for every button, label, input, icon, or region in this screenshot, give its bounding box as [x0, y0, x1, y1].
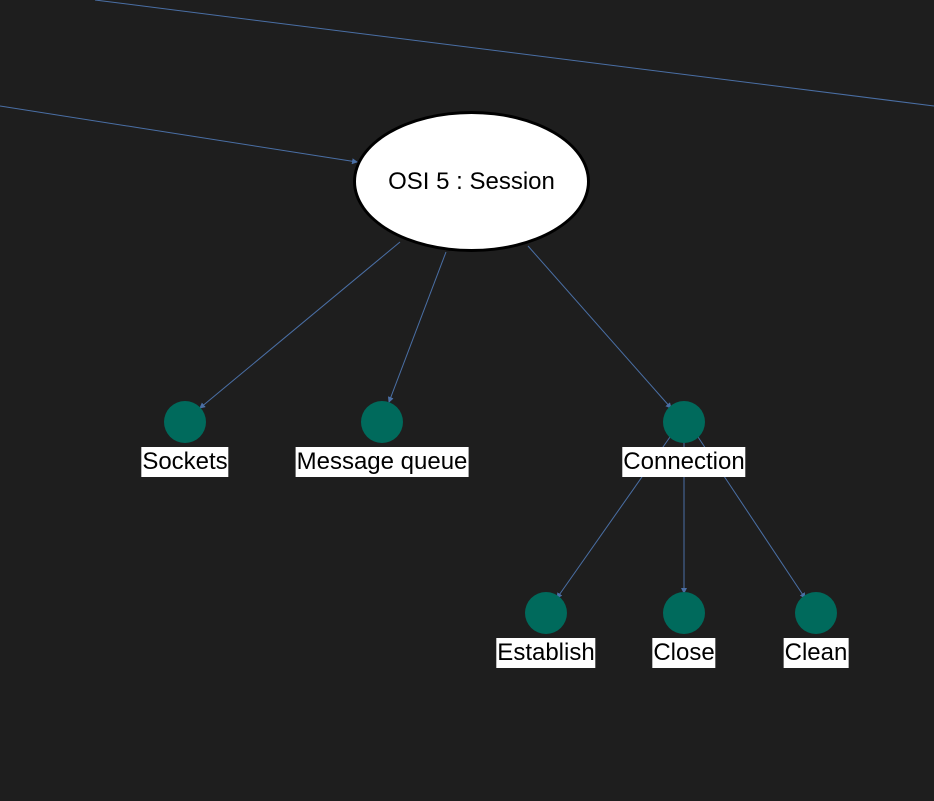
- edge-offscreen-top: [94, 0, 934, 107]
- root-node-label: OSI 5 : Session: [388, 167, 555, 195]
- node-label-sockets: Sockets: [141, 447, 229, 477]
- node-establish[interactable]: [525, 592, 567, 634]
- edge-root-to-message-queue: [387, 251, 447, 403]
- edge-root-to-sockets: [199, 241, 401, 409]
- root-node-session[interactable]: OSI 5 : Session: [353, 111, 590, 252]
- edge-offscreen-to-root: [0, 105, 358, 165]
- node-label-establish: Establish: [496, 638, 596, 668]
- node-label-message-queue: Message queue: [295, 447, 469, 477]
- node-close[interactable]: [663, 592, 705, 634]
- node-label-connection: Connection: [622, 447, 746, 477]
- node-message-queue[interactable]: [361, 401, 403, 443]
- node-sockets[interactable]: [164, 401, 206, 443]
- node-label-clean: Clean: [783, 638, 849, 668]
- node-clean[interactable]: [795, 592, 837, 634]
- node-connection[interactable]: [663, 401, 705, 443]
- edge-root-to-connection: [527, 245, 672, 409]
- node-label-close: Close: [652, 638, 716, 668]
